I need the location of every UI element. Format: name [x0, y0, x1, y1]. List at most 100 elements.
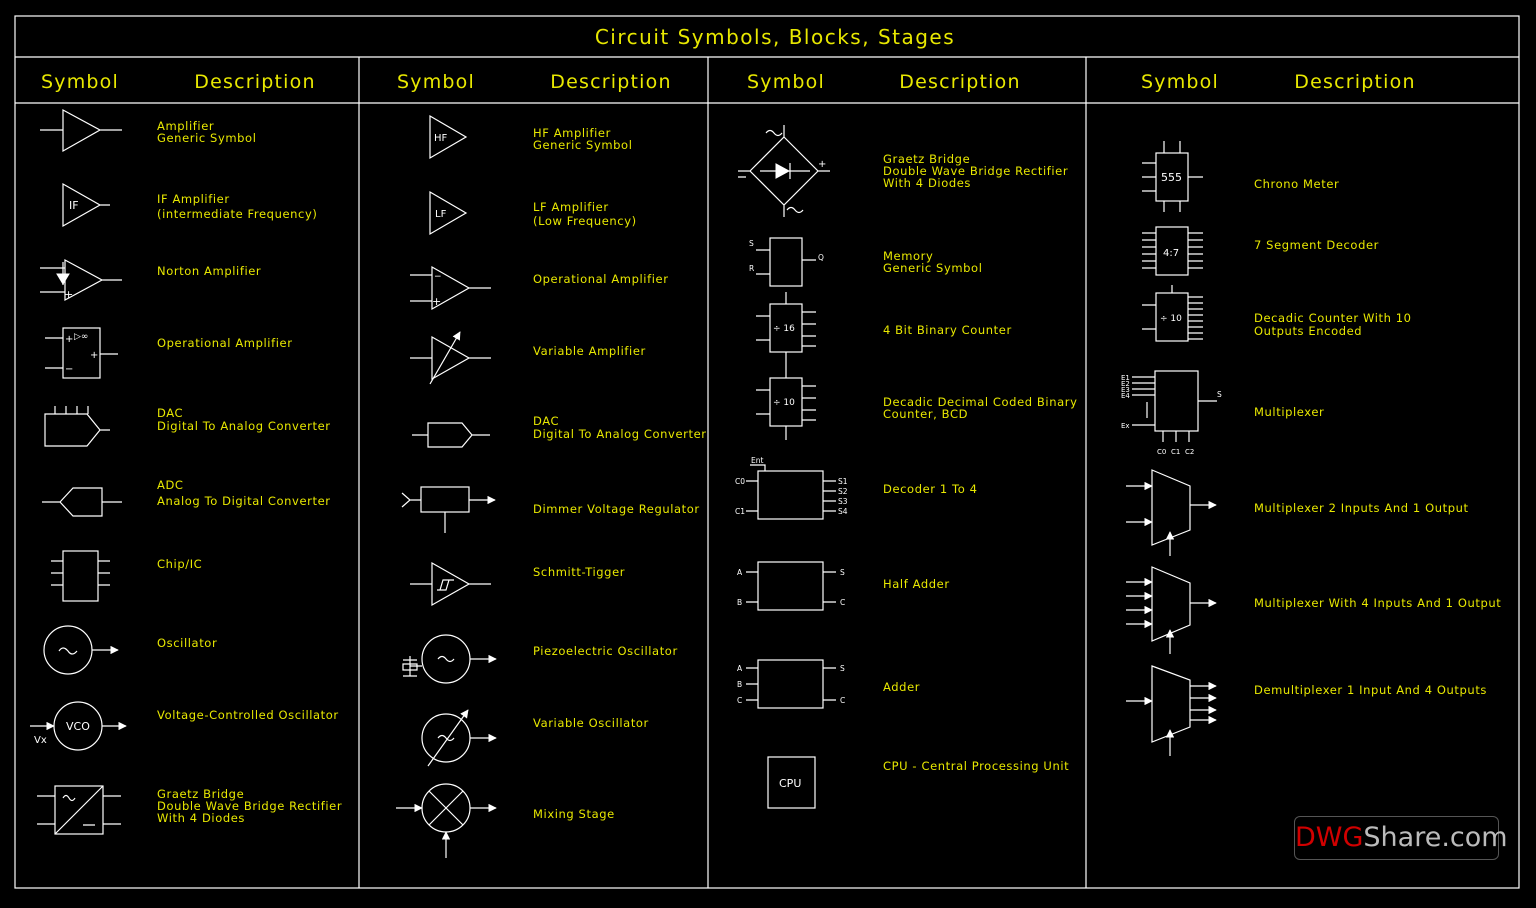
variable-oscillator-icon	[421, 709, 497, 767]
description-norton-amplifier: Norton Amplifier	[157, 264, 261, 278]
svg-text:S: S	[840, 568, 845, 577]
column-headers: Symbol Description Symbol Description Sy…	[41, 71, 1415, 93]
svg-text:C1: C1	[1171, 448, 1180, 456]
svg-text:S3: S3	[838, 497, 848, 506]
svg-text:E2: E2	[1121, 380, 1130, 388]
bcd-counter-icon: ÷ 10	[756, 366, 816, 440]
header-symbol: Symbol	[397, 71, 475, 93]
cpu-icon: CPU	[767, 756, 816, 809]
svg-text:+: +	[90, 350, 98, 361]
svg-text:Ex: Ex	[1121, 422, 1130, 430]
description-multiplexer: Multiplexer	[1254, 405, 1324, 419]
header-symbol: Symbol	[747, 71, 825, 93]
description-piezo-oscillator: Piezoelectric Oscillator	[533, 644, 678, 658]
description-op-amp: Operational Amplifier	[157, 336, 293, 350]
watermark-part2: Share.com	[1363, 822, 1508, 853]
description-graetz-bridge: Graetz Bridge Double Wave Bridge Rectifi…	[157, 787, 346, 825]
norton-amplifier-icon: +	[40, 258, 122, 302]
amplifier-icon	[40, 108, 122, 153]
description-decade-counter: Decadic Counter With 10 Outputs Encoded	[1254, 311, 1416, 338]
description-schmitt: Schmitt-Tigger	[533, 565, 625, 579]
half-adder-icon: A B S C	[737, 561, 845, 611]
svg-text:HF: HF	[434, 133, 448, 144]
dac-icon	[44, 406, 110, 447]
dac-small-icon	[412, 422, 490, 448]
if-label: IF	[69, 199, 79, 212]
variable-amplifier-icon	[410, 331, 491, 385]
description-chrono-meter: Chrono Meter	[1254, 177, 1339, 191]
svg-text:S: S	[1217, 390, 1222, 399]
description-mux-2-1: Multiplexer 2 Inputs And 1 Output	[1254, 501, 1469, 515]
vco-icon: VCO Vx	[30, 701, 127, 751]
header-description: Description	[194, 71, 315, 93]
svg-text:+: +	[818, 159, 826, 170]
description-adder: Adder	[883, 680, 920, 694]
header-description: Description	[899, 71, 1020, 93]
description-lf-amplifier: LF Amplifier (Low Frequency)	[533, 200, 637, 228]
svg-text:+: +	[432, 295, 441, 308]
graetz-bridge-icon: +	[738, 125, 830, 217]
binary-counter-icon: ÷ 16	[756, 292, 816, 366]
description-vco: Voltage-Controlled Oscillator	[157, 708, 339, 722]
adder-icon: A B C S C	[737, 659, 845, 709]
svg-text:S1: S1	[838, 477, 848, 486]
svg-text:A: A	[737, 664, 743, 673]
watermark-part1: DWG	[1295, 822, 1364, 853]
decade-counter-icon: ÷ 10	[1142, 285, 1203, 342]
description-decoder: Decoder 1 To 4	[883, 482, 978, 496]
mux-4-1-icon	[1126, 566, 1217, 654]
oscillator-icon	[43, 625, 119, 675]
svg-text:Ent: Ent	[751, 456, 763, 465]
description-adc: ADC Analog To Digital Converter	[157, 478, 331, 508]
mux-2-1-icon	[1126, 469, 1217, 556]
svg-text:C: C	[737, 696, 742, 705]
svg-text:B: B	[737, 598, 742, 607]
svg-text:C0: C0	[735, 477, 745, 486]
description-graetz-bridge-2: Graetz Bridge Double Wave Bridge Rectifi…	[883, 152, 1072, 190]
description-mixing-stage: Mixing Stage	[533, 807, 615, 821]
header-symbol: Symbol	[41, 71, 119, 93]
svg-text:A: A	[737, 568, 743, 577]
vx-label: Vx	[34, 735, 47, 746]
header-description: Description	[1294, 71, 1415, 93]
description-segment-decoder: 7 Segment Decoder	[1254, 238, 1379, 252]
description-chip: Chip/IC	[157, 557, 202, 571]
svg-text:÷ 10: ÷ 10	[773, 398, 795, 408]
svg-text:−: −	[434, 272, 442, 282]
watermark-logo: DWGShare.com	[1294, 816, 1508, 860]
svg-text:S4: S4	[838, 507, 848, 516]
svg-text:+: +	[65, 334, 73, 345]
op-amp-icon: − +	[410, 265, 491, 311]
chip-icon	[51, 550, 110, 602]
description-demux-1-4: Demultiplexer 1 Input And 4 Outputs	[1254, 683, 1487, 697]
table-grid	[14, 15, 1520, 889]
description-if-amplifier: IF Amplifier (intermediate Frequency)	[157, 192, 317, 221]
svg-text:C1: C1	[735, 507, 745, 516]
description-mux-4-1: Multiplexer With 4 Inputs And 1 Output	[1254, 596, 1501, 610]
schmitt-icon	[410, 561, 491, 607]
svg-text:555: 555	[1161, 171, 1182, 184]
svg-text:S: S	[840, 664, 845, 673]
op-amp-box-icon: + − + ▷∞	[45, 327, 118, 379]
multiplexer-icon: E1 E2 E3 E4 Ex S C0 C1 C2	[1121, 370, 1222, 456]
dimmer-icon	[401, 486, 496, 533]
description-dac-2: DAC Digital To Analog Converter	[533, 414, 707, 441]
svg-text:C0: C0	[1157, 448, 1166, 456]
header-description: Description	[550, 71, 671, 93]
svg-text:R: R	[749, 264, 754, 273]
mixer-icon	[396, 783, 497, 858]
decoder-icon: Ent C0 C1 S1 S2 S3 S4	[735, 456, 848, 520]
memory-icon: S R Q	[749, 237, 824, 287]
svg-text:4:7: 4:7	[1163, 248, 1179, 259]
hf-amplifier-icon: HF	[429, 114, 468, 160]
svg-text:LF: LF	[435, 209, 447, 220]
description-dac: DAC Digital To Analog Converter	[157, 406, 331, 433]
svg-text:E1: E1	[1121, 374, 1130, 382]
chrono-meter-icon: 555	[1142, 141, 1203, 212]
svg-text:S: S	[749, 239, 754, 248]
description-variable-amplifier: Variable Amplifier	[533, 344, 646, 358]
svg-text:▷∞: ▷∞	[74, 332, 88, 342]
vco-label: VCO	[66, 720, 90, 733]
lf-amplifier-icon: LF	[429, 190, 468, 236]
